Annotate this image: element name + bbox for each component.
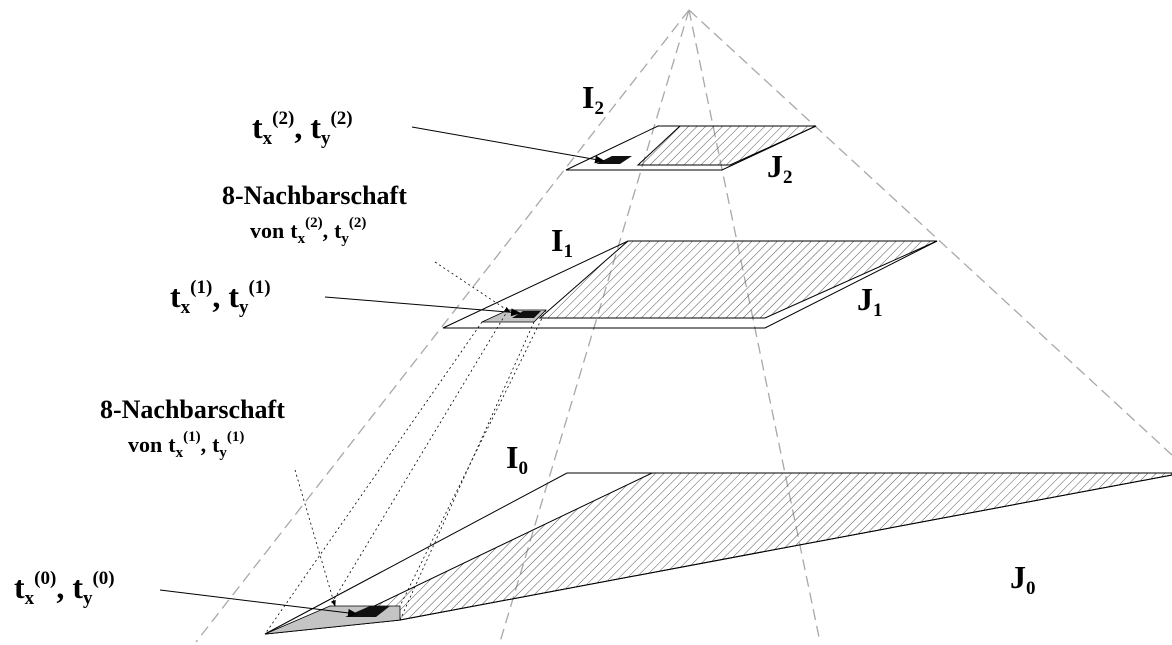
leader-t2 <box>411 126 605 164</box>
leader-t1 <box>324 296 521 317</box>
label-translation-1: tx(1),ty(1) <box>170 277 271 318</box>
label-neighborhood-1-title: 8-Nachbarschaft <box>100 395 285 424</box>
leader-neighborhood-1 <box>294 469 336 607</box>
pyramid-edge-left <box>195 9 690 643</box>
label-translation-0: tx(0),ty(0) <box>14 568 115 609</box>
label-translation-2: tx(2),ty(2) <box>252 108 353 149</box>
label-i2: I2 <box>582 79 604 119</box>
plane-j1 <box>538 240 938 319</box>
leader-lines <box>159 126 605 617</box>
position-level-2 <box>596 156 632 164</box>
level-0 <box>264 472 1172 635</box>
label-j0: J0 <box>1010 559 1036 599</box>
label-j1: J1 <box>857 281 883 321</box>
plane-j0 <box>344 472 1172 621</box>
label-j2: J2 <box>767 148 793 188</box>
projection-lines <box>264 309 547 635</box>
pyramid-edge-right <box>688 9 1172 456</box>
label-i1: I1 <box>551 222 573 262</box>
leader-t0 <box>159 589 358 617</box>
label-i0: I0 <box>506 439 528 479</box>
leader-neighborhood-2 <box>434 261 511 313</box>
level-2 <box>565 125 817 171</box>
label-neighborhood-2-title: 8-Nachbarschaft <box>222 181 407 210</box>
plane-j2 <box>636 125 817 166</box>
